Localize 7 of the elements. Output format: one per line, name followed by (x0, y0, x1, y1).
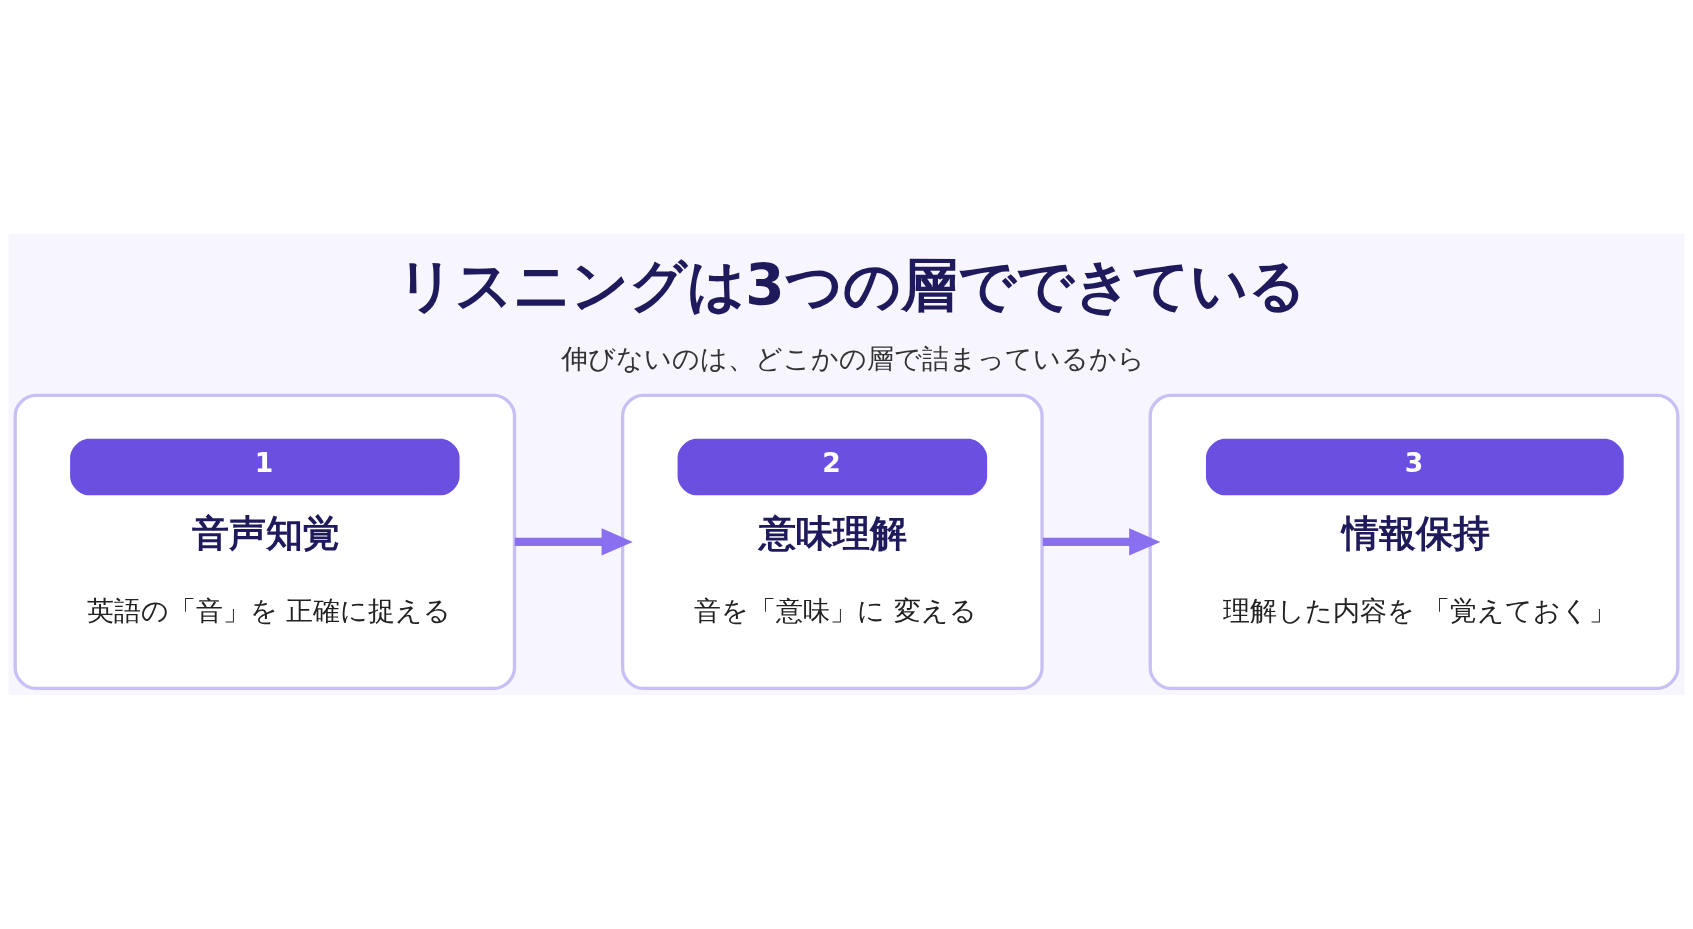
arrow (514, 528, 633, 556)
node-box: 3 情報保持 理解した内容を 「覚えておく」 (1148, 393, 1680, 690)
label: 伸びないのは、どこかの層で詰まっているから (561, 342, 1146, 374)
node-box: 2 意味理解 音を「意味」に 変える (621, 393, 1044, 690)
node-box: 1 音声知覚 英語の「音」を 正確に捉える (13, 393, 517, 690)
arrow (1042, 528, 1161, 556)
diagram-title: リスニングは3つの層でできている (397, 252, 1306, 319)
